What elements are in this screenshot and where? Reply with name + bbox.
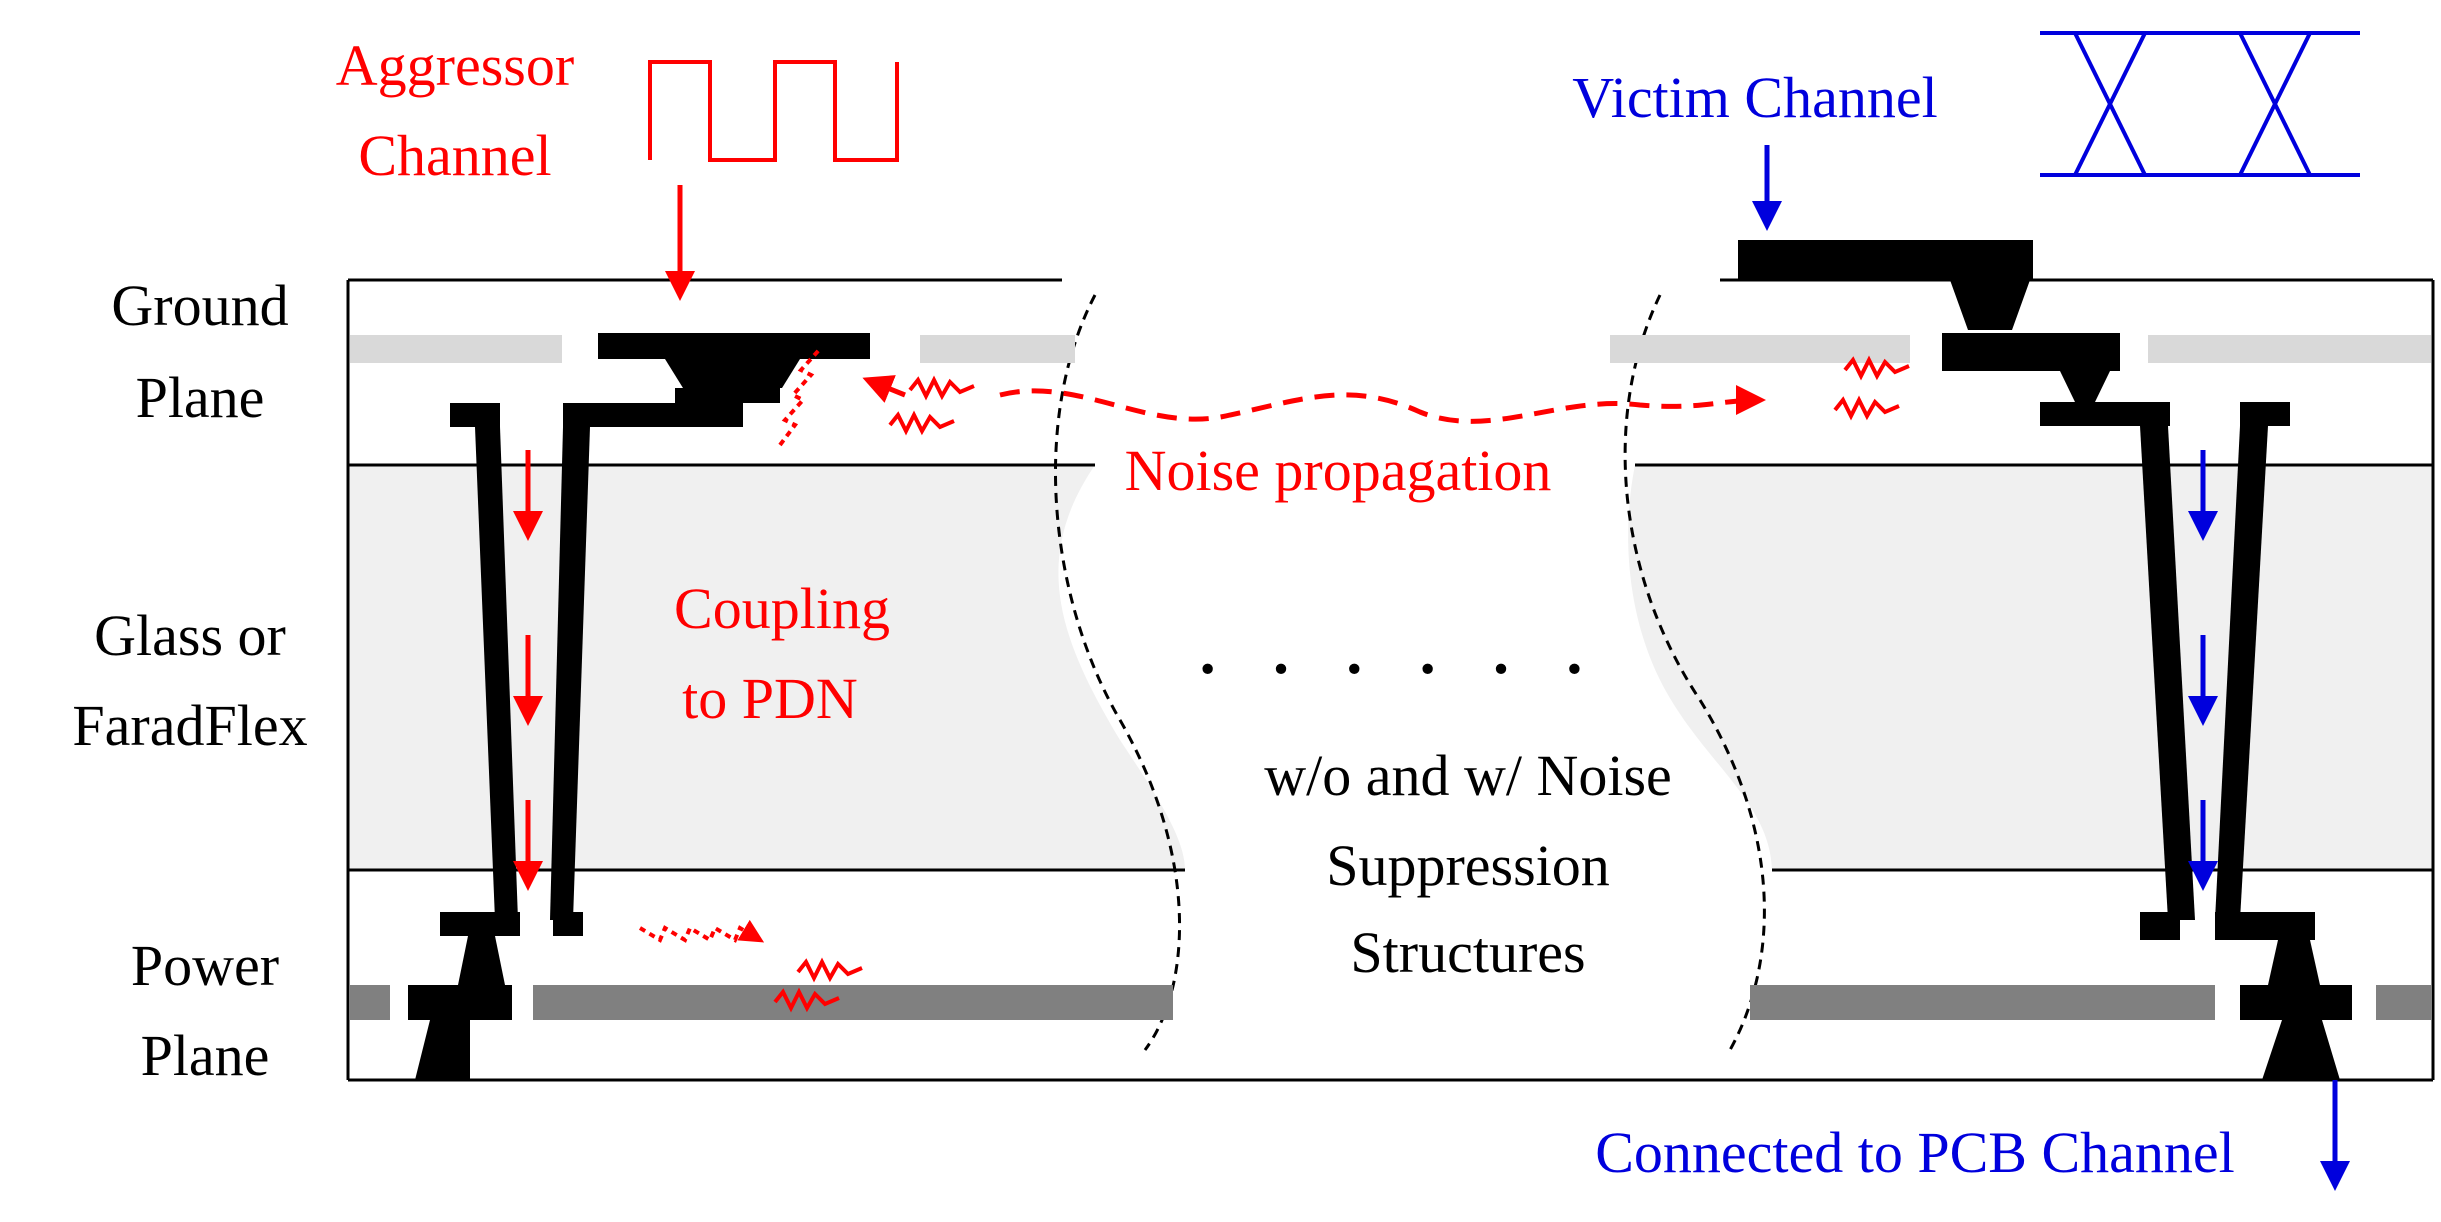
coupling-label-line2: to PDN (682, 666, 858, 731)
coupling-label-line1: Coupling (674, 576, 890, 641)
dielectric-label-line1: Glass or (94, 603, 286, 668)
victim-via (1738, 240, 2352, 1080)
noise-back-arrow (862, 375, 906, 403)
noise-squiggle-icon (773, 355, 1910, 1013)
aggressor-label-line2: Channel (358, 123, 551, 188)
pcb-label: Connected to PCB Channel (1595, 1120, 2235, 1185)
victim-label: Victim Channel (1572, 65, 1937, 130)
aggressor-via (408, 333, 870, 1080)
noise-zigzag-upper (778, 348, 821, 447)
center-note-line1: w/o and w/ Noise (1264, 743, 1672, 808)
power-plane-label-line1: Power (131, 933, 279, 998)
eye-diagram-icon (2040, 31, 2360, 177)
aggressor-label-line1: Aggressor (336, 33, 574, 98)
center-note-line2: Suppression (1326, 833, 1610, 898)
ground-plane-label-line2: Plane (136, 365, 265, 430)
power-plane-metal (350, 985, 2431, 1020)
center-note-line3: Structures (1350, 920, 1585, 985)
noise-propagation-arrow (999, 385, 1766, 424)
ground-plane-label-line1: Ground (111, 273, 288, 338)
ellipsis: · · · · · · (1197, 633, 1603, 704)
power-plane-label-line2: Plane (141, 1023, 270, 1088)
ground-plane-metal (350, 335, 2431, 363)
dielectric-label-line2: FaradFlex (72, 693, 307, 758)
break-lines (1054, 294, 1766, 1051)
noise-propagation-label: Noise propagation (1125, 438, 1552, 503)
square-wave-icon (648, 60, 899, 162)
noise-zigzag-lower (638, 919, 765, 943)
